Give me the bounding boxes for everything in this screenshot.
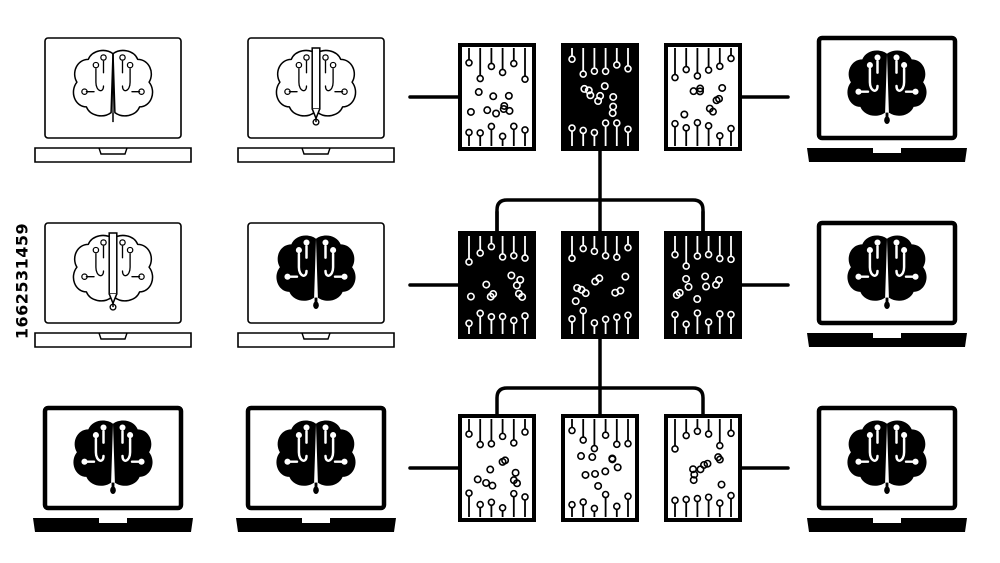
laptop-brain-icon [807,35,967,162]
laptop-brain-icon [34,37,192,163]
laptop-brain-icon [237,37,395,163]
connectors-layer [408,95,790,470]
circuit-board-icon [664,414,742,522]
circuit-board-icon [664,231,742,339]
laptop-brain-icon [807,220,967,347]
laptops-layer [33,35,967,532]
circuit-board-icon [458,43,536,151]
circuit-board-icon [458,414,536,522]
boards-layer [458,43,742,522]
circuit-board-icon [458,231,536,339]
circuit-board-icon [561,414,639,522]
laptop-brain-icon [34,222,192,348]
laptop-brain-icon [33,405,193,532]
laptop-brain-icon [807,405,967,532]
circuit-board-icon [561,231,639,339]
laptop-brain-icon [237,222,395,348]
laptop-brain-icon [236,405,396,532]
circuit-board-icon [561,43,639,151]
stock-id-text: 1662531459 [12,222,32,340]
circuit-board-icon [664,43,742,151]
